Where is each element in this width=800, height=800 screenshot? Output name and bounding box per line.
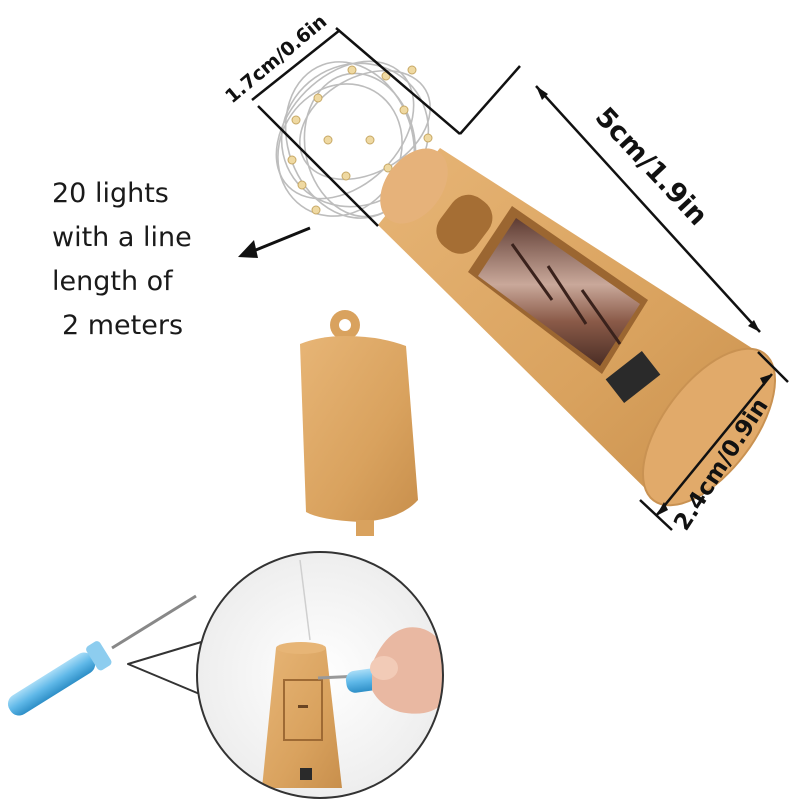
cork-battery-holder [378, 148, 777, 507]
led-bulbs [287, 65, 433, 215]
caption-line: 2 meters [62, 310, 184, 341]
caption-line: with a line [52, 222, 192, 253]
usage-inset [196, 551, 444, 799]
pointer-arrow [238, 226, 311, 258]
light-spec-caption: 20 lights with a line length of 2 meters [52, 172, 252, 348]
dimension-lines [251, 27, 789, 531]
battery-compartment [468, 206, 648, 374]
caption-line: length of [52, 266, 173, 297]
screwdriver [7, 594, 197, 716]
dimension-arrowheads [536, 86, 772, 516]
power-switch [605, 351, 661, 403]
battery-cover [300, 310, 418, 536]
inset-hand [372, 627, 443, 714]
caption-line: 20 lights [52, 178, 169, 209]
